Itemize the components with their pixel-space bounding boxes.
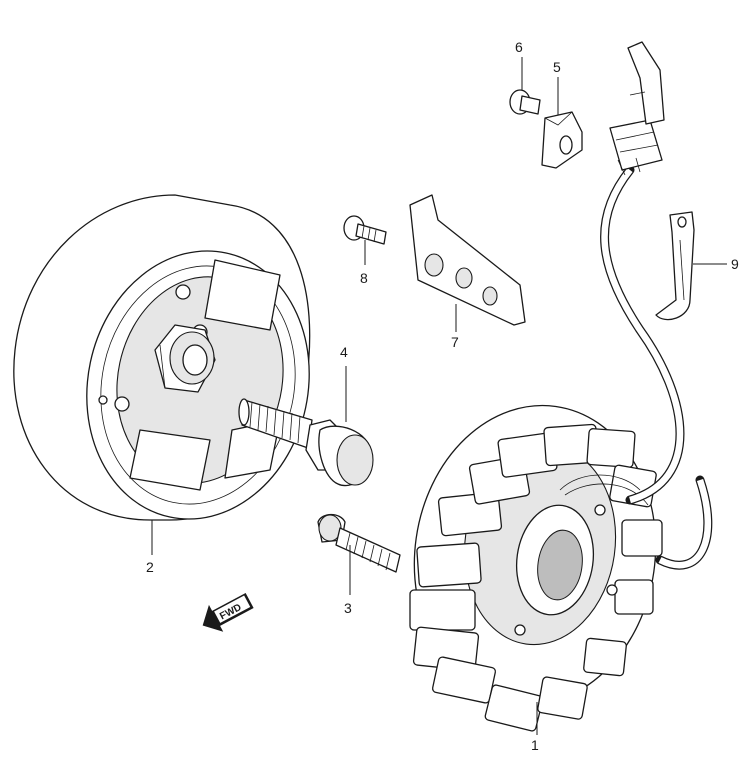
callout-4: 4: [340, 344, 348, 360]
clamp-plate: [541, 111, 583, 169]
small-bolt-8: [343, 215, 387, 245]
small-bolt-6: [509, 89, 541, 115]
callout-2: 2: [146, 559, 154, 575]
wire-harness: [600, 41, 713, 570]
callout-5: 5: [553, 59, 561, 75]
stator-bolt: [317, 513, 401, 573]
callouts: 1 2 3 4 5 6 7 8 9: [146, 39, 739, 753]
wire-clip: [655, 211, 695, 321]
callout-7: 7: [451, 334, 459, 350]
leader-lines: [151, 57, 727, 735]
cover-plate: [409, 194, 526, 326]
fwd-arrow-icon: FWD: [202, 592, 254, 632]
callout-8: 8: [360, 270, 368, 286]
rotor-flywheel: [13, 194, 311, 521]
callout-6: 6: [515, 39, 523, 55]
stator-coil: [409, 404, 663, 732]
callout-1: 1: [531, 737, 539, 753]
callout-3: 3: [344, 600, 352, 616]
rotor-bolt: [238, 398, 374, 487]
callout-9: 9: [731, 256, 739, 272]
